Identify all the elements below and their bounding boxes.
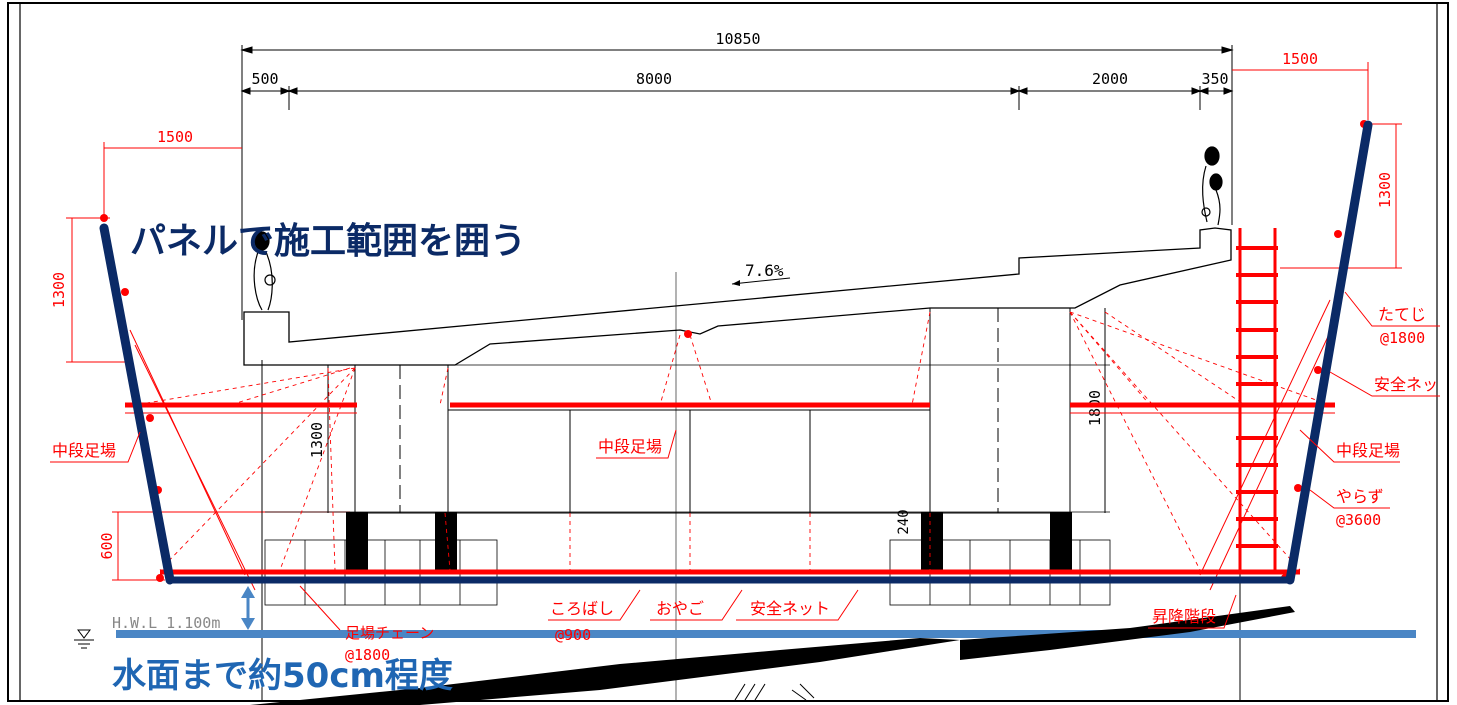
panel-enclosure bbox=[99, 120, 1373, 585]
hwl-symbol bbox=[74, 629, 94, 649]
water-gap-arrow-heads bbox=[241, 586, 255, 630]
label-scaffold-chain: 足場チェーン bbox=[345, 624, 434, 642]
slope-arrow bbox=[731, 277, 791, 285]
label-korobashi: ころばし bbox=[550, 599, 614, 618]
label-mid-scaffold-right: 中段足場 bbox=[1336, 441, 1400, 460]
label-safety-net-bottom: 安全ネット bbox=[750, 599, 830, 618]
dim-overall-width: 10850 bbox=[715, 30, 760, 48]
label-yarazu: やらず bbox=[1336, 487, 1384, 506]
red-scaffolding bbox=[125, 228, 1339, 591]
label-stairs: 昇降階段 bbox=[1152, 607, 1216, 626]
label-yarazu-pitch: @3600 bbox=[1336, 511, 1381, 529]
bearings bbox=[346, 512, 1072, 570]
dim-sidewalk: 2000 bbox=[1092, 70, 1128, 88]
dim-carriageway: 8000 bbox=[636, 70, 672, 88]
dim-bearing-height: 240 bbox=[896, 509, 912, 534]
dim-left-panel-height: 1300 bbox=[50, 272, 68, 308]
dim-girder-height-left: 1300 bbox=[308, 422, 326, 458]
ground-profile bbox=[250, 606, 1295, 705]
dim-scaffold-depth: 600 bbox=[98, 532, 116, 559]
label-mid-scaffold-center: 中段足場 bbox=[598, 437, 662, 456]
pier-foundations bbox=[264, 511, 1111, 606]
dim-right-curb: 350 bbox=[1201, 70, 1228, 88]
label-korobashi-pitch: @900 bbox=[555, 626, 591, 644]
top-dimension-lines bbox=[240, 45, 1234, 320]
worker-figure-left bbox=[253, 231, 276, 311]
dim-left-overhang: 500 bbox=[251, 70, 278, 88]
drawing-border bbox=[7, 2, 1449, 702]
ground-hatching bbox=[734, 683, 815, 701]
slope-label: 7.6% bbox=[745, 261, 784, 280]
panel-enclosure-caption: パネルで施工範囲を囲う bbox=[130, 221, 527, 262]
label-safety-net-right: 安全ネッ bbox=[1374, 375, 1438, 394]
dim-right-panel-height: 1300 bbox=[1376, 172, 1394, 208]
red-dimension-lines bbox=[66, 62, 1402, 581]
label-scaffold-chain-pitch: @1800 bbox=[345, 646, 390, 664]
dim-right-panel-offset: 1500 bbox=[1282, 50, 1318, 68]
slope-arrow-head bbox=[732, 280, 740, 286]
hwl-label: H.W.L 1.100m bbox=[112, 614, 220, 632]
label-tateji: たてじ bbox=[1378, 305, 1426, 324]
dim-left-panel-offset: 1500 bbox=[157, 128, 193, 146]
label-oyago: おやご bbox=[656, 599, 704, 618]
dim-girder-height-right: 1800 bbox=[1086, 390, 1104, 426]
label-tateji-pitch: @1800 bbox=[1380, 329, 1425, 347]
label-mid-scaffold-left: 中段足場 bbox=[52, 441, 116, 460]
water-clearance-caption: 水面まで約50cm程度 bbox=[112, 656, 453, 696]
leader-lines bbox=[50, 291, 1440, 631]
worker-figure-right bbox=[1201, 146, 1223, 226]
